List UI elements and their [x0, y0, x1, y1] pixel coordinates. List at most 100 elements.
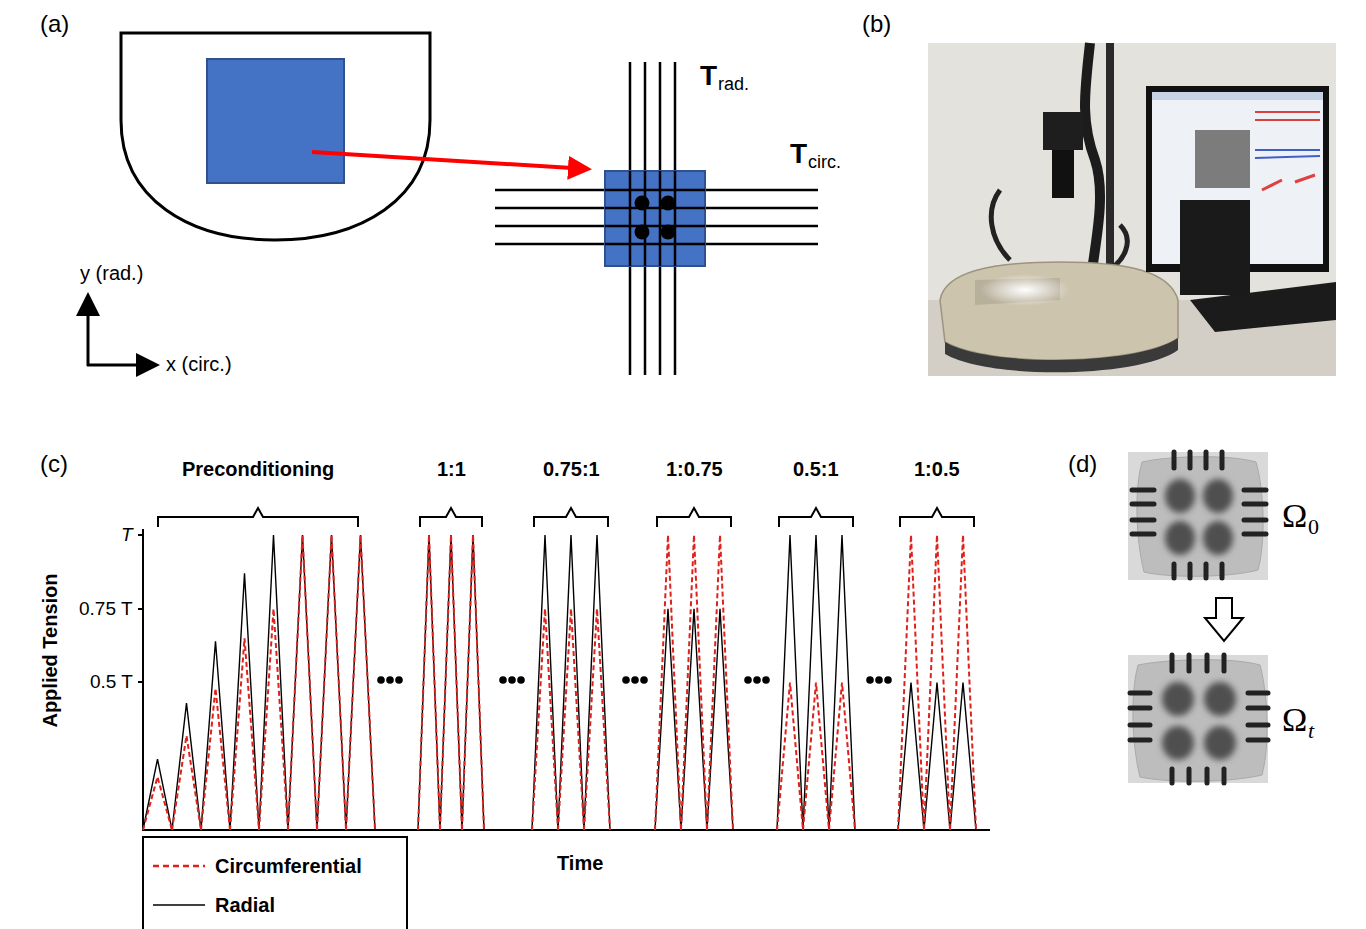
- legend-sample: [153, 904, 205, 906]
- tick-label: 0.5 T: [90, 671, 133, 693]
- radial-curve: [317, 535, 346, 830]
- circumferential-curve: [259, 609, 288, 830]
- circumferential-curve: [584, 609, 610, 830]
- circumferential-curve: [172, 736, 201, 830]
- ellipsis-dot: [377, 676, 385, 684]
- legend-sample: [153, 865, 205, 868]
- radial-curve: [532, 535, 558, 830]
- axis-title: Time: [557, 852, 603, 875]
- photo-wall: [928, 43, 1336, 376]
- screen-plot: [1262, 175, 1315, 190]
- tension-symbol: T: [790, 138, 807, 170]
- tension-subscript: rad.: [718, 74, 749, 95]
- circ-tine: [605, 189, 705, 192]
- ratio-label: 1:0.75: [666, 458, 723, 481]
- marker-dot: [635, 225, 650, 240]
- domain-subscript: 0: [1308, 514, 1319, 539]
- circumferential-curve: [288, 535, 317, 830]
- circ-tine: [605, 243, 705, 246]
- ellipsis-dot: [508, 676, 516, 684]
- tissue-markers: [1162, 682, 1236, 760]
- circ-tine: [605, 225, 705, 228]
- circ-tine: [495, 207, 818, 210]
- tick-label: T: [121, 524, 133, 546]
- light-guide: [991, 190, 1010, 260]
- radial-curve: [584, 535, 610, 830]
- screen-plot: [1255, 150, 1320, 158]
- marker-dot: [661, 225, 676, 240]
- y-tick: [138, 681, 143, 683]
- legend-box: [143, 837, 407, 929]
- group-brace: [779, 508, 853, 527]
- specimen-photo: [1128, 655, 1268, 783]
- specimen-photo: [1128, 452, 1268, 580]
- specimen-region: [207, 59, 344, 183]
- circumferential-curve: [201, 688, 230, 830]
- radial-curve: [259, 535, 288, 830]
- group-brace: [534, 508, 608, 527]
- pointer-arrow: [312, 152, 588, 169]
- circ-tine: [605, 207, 705, 210]
- radial-tine: [629, 171, 632, 266]
- ellipsis-dot: [499, 676, 507, 684]
- radial-curve: [803, 535, 829, 830]
- radial-curve: [829, 535, 855, 830]
- radial-tine: [674, 171, 677, 266]
- ellipsis-dot: [517, 676, 525, 684]
- circumferential-curve: [924, 535, 950, 830]
- computer-tower: [1180, 200, 1250, 295]
- circumferential-curve: [681, 535, 707, 830]
- circ-tine: [495, 225, 818, 228]
- camera-lens: [1052, 150, 1074, 198]
- device-foot: [945, 338, 1178, 372]
- legend-text: Circumferential: [215, 855, 362, 878]
- group-brace: [657, 508, 731, 527]
- camera-body: [1043, 112, 1083, 150]
- tension-subscript: circ.: [808, 152, 841, 173]
- y-axis: [142, 529, 144, 831]
- ellipsis-dot: [622, 676, 630, 684]
- radial-curve: [777, 535, 803, 830]
- axis-title: Applied Tension: [39, 573, 62, 727]
- marker-dot: [661, 196, 676, 211]
- circumferential-curve: [803, 683, 829, 831]
- panel-label: (a): [40, 10, 69, 38]
- axis-arrow: [87, 298, 90, 366]
- radial-curve: [201, 641, 230, 830]
- radial-tine: [674, 62, 677, 375]
- screen-plot: [1255, 112, 1320, 120]
- circumferential-curve: [707, 535, 733, 830]
- circ-tine: [495, 243, 818, 246]
- circumferential-curve: [950, 535, 976, 830]
- photo-ground: [1128, 452, 1268, 580]
- y-tick: [138, 608, 143, 610]
- panel-label: (c): [40, 450, 68, 478]
- device-base: [940, 262, 1178, 360]
- radial-tine: [659, 62, 662, 375]
- tissue: [1133, 660, 1267, 782]
- keyboard: [1190, 282, 1336, 332]
- circumferential-curve: [777, 683, 803, 831]
- axis-arrow: [87, 364, 154, 367]
- ellipsis-dot: [762, 676, 770, 684]
- circ-tine: [495, 189, 818, 192]
- tension-symbol: T: [700, 60, 717, 92]
- ratio-label: 1:1: [437, 458, 466, 481]
- group-brace: [900, 508, 974, 527]
- panel-label: (d): [1068, 450, 1097, 478]
- screen-bar: [1152, 92, 1323, 100]
- ratio-label: 1:0.5: [914, 458, 960, 481]
- axis-label: y (rad.): [80, 262, 143, 285]
- circumferential-curve: [346, 535, 375, 830]
- phase-label: Preconditioning: [182, 458, 334, 481]
- radial-tine: [644, 62, 647, 375]
- circumferential-curve: [829, 683, 855, 831]
- specimen-square: [605, 171, 705, 266]
- ratio-label: 0.75:1: [543, 458, 600, 481]
- domain-symbol: Ω: [1282, 700, 1307, 739]
- camera-pole: [1106, 43, 1114, 290]
- device-light: [980, 274, 1070, 306]
- ellipsis-dot: [744, 676, 752, 684]
- tissue: [1137, 457, 1263, 577]
